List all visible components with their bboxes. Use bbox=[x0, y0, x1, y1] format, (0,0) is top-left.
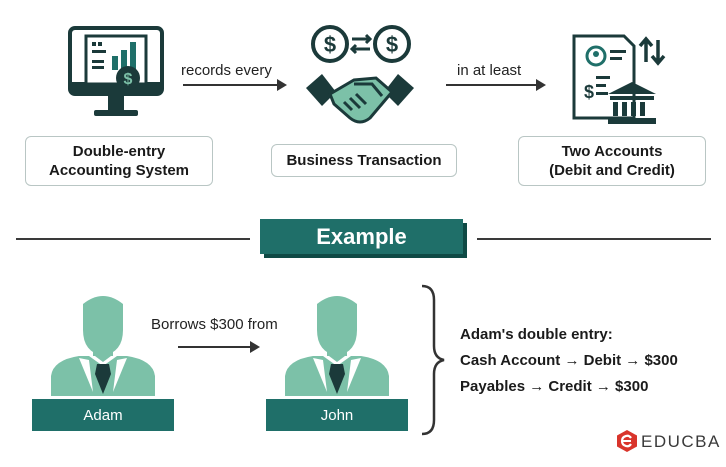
arrow-label-in-at-least: in at least bbox=[457, 62, 522, 79]
educba-logo-text: EDUCBA bbox=[641, 432, 721, 451]
arrow-label-records: records every bbox=[181, 62, 272, 79]
person-name-adam: Adam bbox=[32, 399, 174, 431]
divider-left bbox=[16, 238, 250, 240]
arrow-right-icon bbox=[183, 79, 287, 91]
example-heading-label: Example bbox=[260, 219, 463, 254]
borrows-label: Borrows $300 from bbox=[151, 316, 278, 333]
double-entry-system-box: Double-entry Accounting System bbox=[25, 136, 213, 186]
svg-text:$: $ bbox=[324, 32, 336, 57]
double-entry-title: Adam's double entry: bbox=[460, 326, 613, 343]
double-entry-line-credit: Payables → Credit → $300 bbox=[460, 378, 649, 395]
person-icon bbox=[51, 296, 155, 396]
arrow-right-icon bbox=[446, 79, 546, 91]
person-icon bbox=[285, 296, 389, 396]
two-accounts-box: Two Accounts (Debit and Credit) bbox=[518, 136, 706, 186]
brace-icon bbox=[421, 284, 445, 436]
svg-text:$: $ bbox=[386, 32, 398, 57]
double-entry-line-debit: Cash Account → Debit → $300 bbox=[460, 352, 678, 369]
arrow-right-icon bbox=[178, 341, 260, 353]
svg-text:$: $ bbox=[124, 71, 133, 88]
educba-logo-icon bbox=[617, 430, 637, 452]
handshake-icon: $ $ bbox=[306, 25, 414, 124]
divider-right bbox=[477, 238, 711, 240]
computer-chart-icon: $ bbox=[68, 26, 164, 116]
example-heading: Example bbox=[260, 219, 467, 258]
svg-text:$: $ bbox=[584, 82, 594, 102]
document-bank-icon: $ bbox=[572, 34, 666, 124]
business-transaction-box: Business Transaction bbox=[271, 144, 457, 177]
person-name-john: John bbox=[266, 399, 408, 431]
